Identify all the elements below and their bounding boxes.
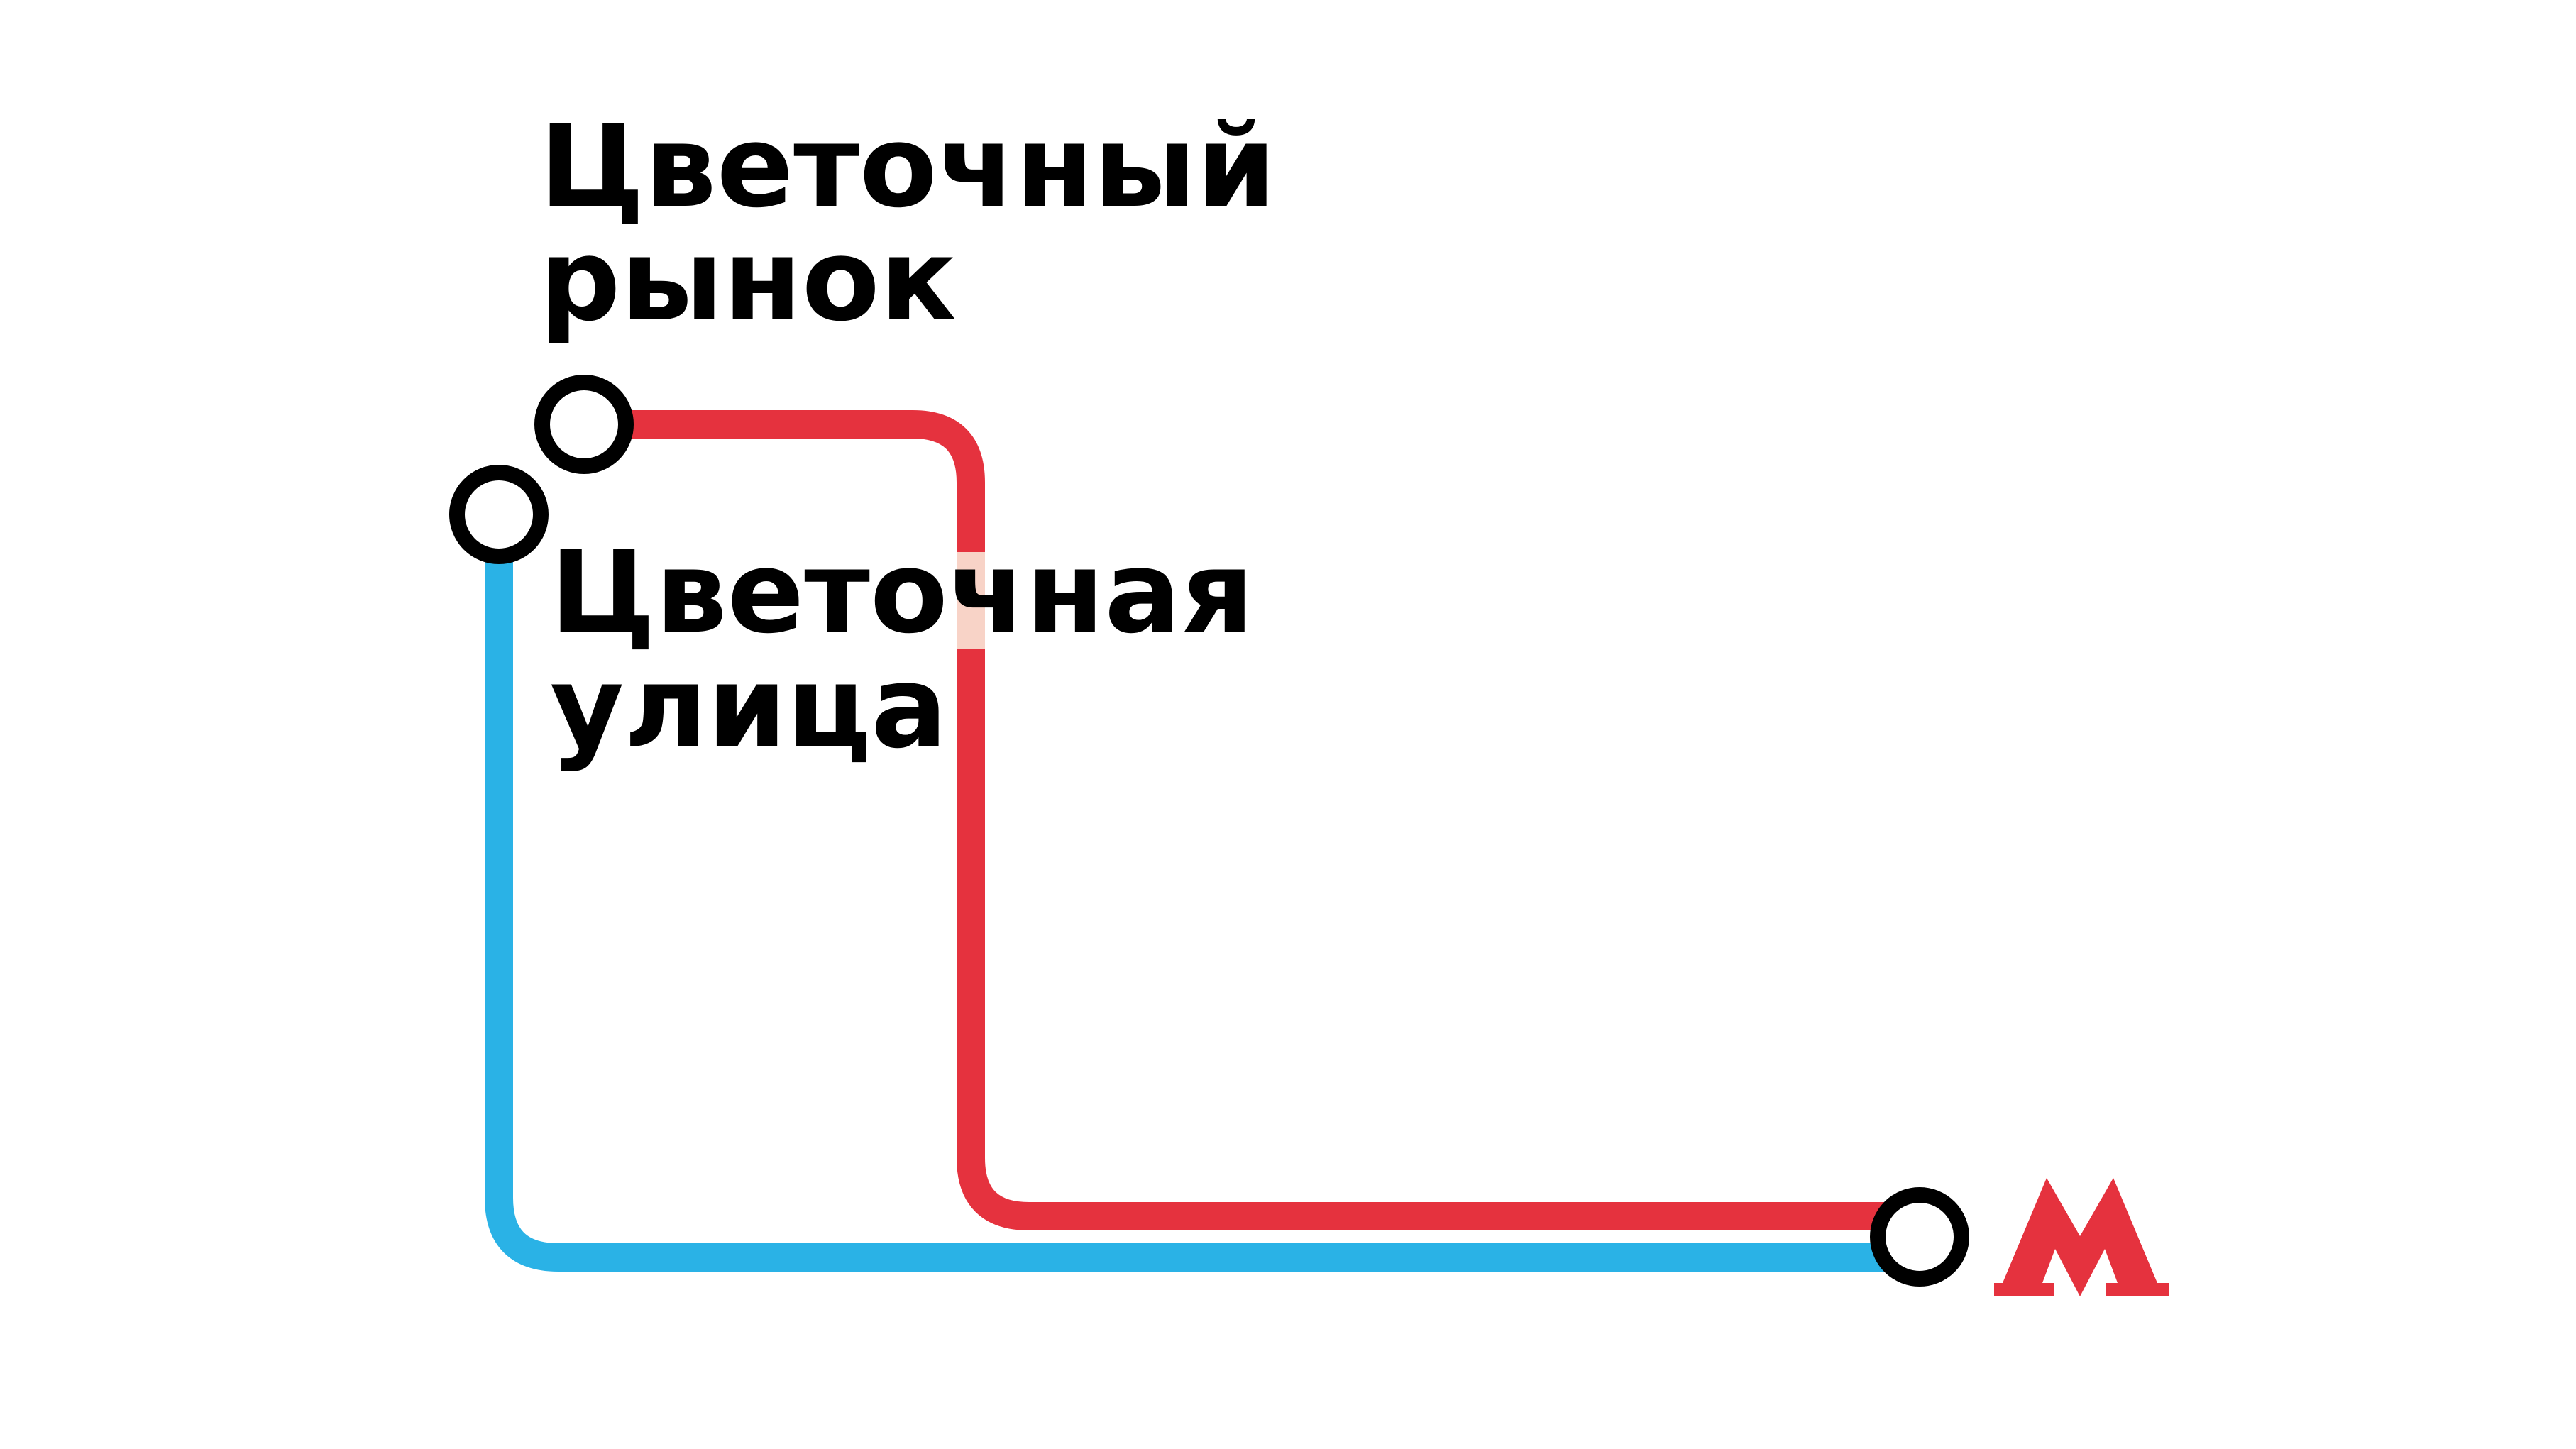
blue-line [485, 514, 1916, 1272]
station-flower-street-marker[interactable] [449, 465, 549, 564]
station-flower-market-label-line2: рынок [539, 214, 957, 346]
station-flower-street-label-line1: Цветочная [550, 526, 1254, 659]
station-flower-market-label-line1: Цветочный [539, 100, 1276, 233]
red-line [584, 410, 1916, 1230]
station-flower-market-marker[interactable] [534, 375, 634, 474]
station-flower-street-label-line2: улица [550, 641, 947, 773]
label-mask-band [957, 552, 985, 649]
station-transfer-marker[interactable] [1870, 1187, 1969, 1287]
moscow-metro-m-icon [1994, 1178, 2169, 1296]
